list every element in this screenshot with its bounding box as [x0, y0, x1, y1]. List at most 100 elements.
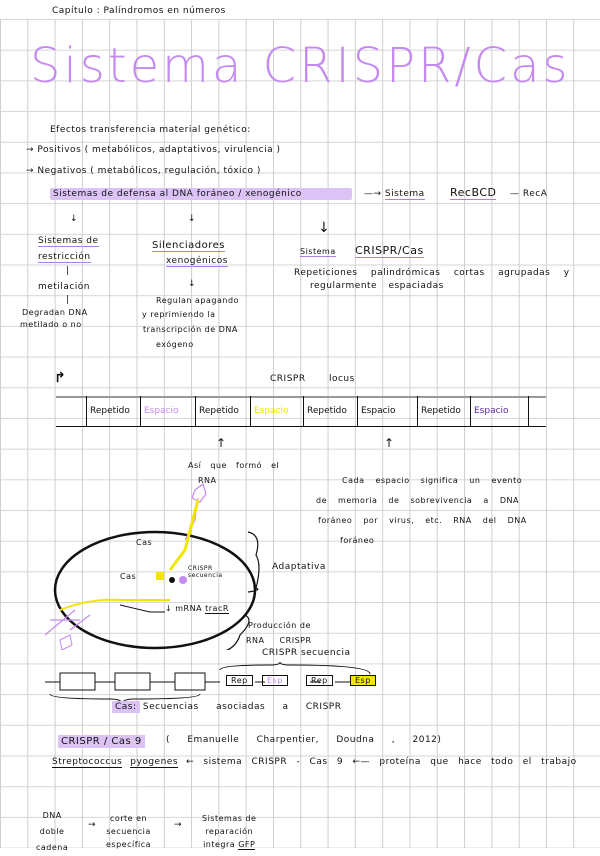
spacer-box: Esp: [262, 675, 288, 686]
mrna-row: ↓ mRNA tracR: [165, 604, 229, 614]
reca-arrow: — RecA: [510, 189, 548, 199]
defense-banner: Sistemas de defensa al DNA foráneo / xen…: [50, 188, 352, 200]
production-label-1: Producción de: [248, 621, 311, 630]
crispr-label: CRISPR: [188, 565, 213, 572]
locus-segment-spacer: Espacio: [357, 396, 396, 426]
flow-step-3: Sistemas de reparación integra GFP: [202, 812, 256, 851]
system-arrow: —→ Sistema: [364, 189, 425, 200]
repeat-box: Rep: [226, 675, 253, 686]
crispr-array-dot: [169, 577, 175, 583]
intro-negative: → Negativos ( metabólicos, regulación, t…: [26, 166, 261, 176]
locus-note-right-4: foráneo: [340, 536, 375, 545]
gfp-label: GFP: [238, 840, 256, 850]
cell-diagram: [44, 483, 260, 650]
cas9-organism-row: Streptococcus pyogenes ← sistema CRISPR …: [52, 757, 577, 768]
grid-paper: [0, 19, 600, 848]
spacer-dot: [179, 576, 187, 584]
silencers-title-2: xenogénicos: [166, 256, 228, 267]
bracket-production: [225, 614, 250, 650]
crispr-system-label: Sistema: [300, 247, 336, 257]
page-title: Sistema CRISPR/Cas: [30, 38, 571, 94]
cas-label-top: Cas: [136, 538, 153, 547]
flow-step-2-line: corte en: [109, 814, 148, 823]
locus-segment-spacer: Espacio: [250, 396, 289, 426]
crispr-sequence-bracket: [219, 662, 371, 675]
flow-step-3-line: reparación: [205, 827, 254, 836]
locus-top-line: [56, 396, 546, 398]
cas9-description: ← sistema CRISPR - Cas 9 ←— proteína que…: [186, 757, 577, 767]
system-label: Sistema: [384, 189, 425, 200]
crispr-desc-1: Repeticiones palindrómicas cortas agrupa…: [294, 268, 570, 278]
flow-step-1-line: doble: [39, 827, 65, 836]
phage-legs: [44, 609, 91, 636]
locus-segment-repeat: Repetido: [303, 396, 347, 426]
flow-step-2-line: secuencia: [106, 827, 151, 836]
injected-dna: [59, 598, 170, 611]
chapter-header: Capítulo : Palíndromos en números: [52, 6, 226, 16]
crispr-system-name: CRISPR/Cas: [355, 244, 424, 258]
locus-end-line: [528, 396, 529, 426]
connector-line: |: [66, 295, 70, 305]
cas9-heading: CRISPR / Cas 9: [58, 735, 145, 748]
arrow-down-icon: ↓: [318, 220, 331, 236]
phage-icon: [59, 634, 73, 650]
organism-genus: Streptococcus: [52, 757, 123, 768]
arrow-right-icon: →: [88, 820, 97, 830]
flow-step-2: corte en secuencia específica: [106, 812, 151, 851]
cas-label: Cas:: [112, 701, 140, 713]
bracket-adaptation: [247, 531, 260, 593]
intro-positive: → Positivos ( metabólicos, adaptativos, …: [26, 145, 281, 155]
silencers-title-1: Silenciadores: [152, 240, 226, 252]
cas-label-left: Cas: [120, 572, 137, 581]
restriction-step: metilación: [38, 282, 91, 292]
promoter-arrow-icon: ↱: [54, 370, 67, 386]
restriction-result-2: metilado o no: [20, 320, 82, 329]
flow-step-3-line: integra: [203, 840, 236, 849]
restriction-result-1: Degradan DNA: [22, 308, 88, 317]
silencers-desc-4: exógeno: [156, 340, 194, 349]
silencers-desc-1: Regulan apagando: [156, 296, 239, 305]
phage-icon: [191, 483, 207, 503]
locus-segment-repeat: Repetido: [417, 396, 461, 426]
mrna-label: mRNA: [175, 604, 203, 613]
cas-protein: [156, 572, 164, 580]
locus-segment-spacer: Espacio: [470, 396, 509, 426]
silencers-desc-3: transcripción de DNA: [143, 325, 238, 334]
flow-step-2-line: específica: [106, 840, 152, 849]
organism-species: pyogenes: [130, 757, 179, 768]
locus-bottom-line: [56, 426, 546, 427]
locus-segment-repeat: Repetido: [86, 396, 130, 426]
arrow-down-icon: ↓: [70, 214, 79, 224]
reca-label: RecA: [522, 189, 548, 199]
intro-heading: Efectos transferencia material genético:: [50, 125, 251, 135]
locus-note-left-2: RNA: [198, 476, 217, 485]
cas-gene-box: [174, 672, 206, 691]
locus-note-right-3: foráneo por virus, etc. RNA del DNA: [318, 516, 527, 525]
cas-gene-box: [59, 672, 96, 691]
sequence-title: CRISPR secuencia: [262, 648, 351, 658]
locus-note-right-1: Cada espacio significa un evento: [342, 476, 523, 485]
arrow-up-icon: ↑: [216, 436, 227, 450]
bacterial-cell: [53, 530, 257, 650]
tracr-label: tracR: [205, 604, 229, 614]
connector-line: |: [66, 266, 70, 276]
arrow-down-icon: ↓: [188, 279, 197, 289]
arrow-down-icon: ↓: [188, 214, 197, 224]
crispr-seq-label: secuencia: [188, 572, 223, 579]
viral-dna: [168, 499, 200, 571]
flow-step-1-line: DNA: [42, 811, 62, 820]
arrow-up-icon: ↑: [384, 436, 395, 450]
cas-definition: Cas: Secuencias asociadas a CRISPR: [112, 701, 342, 713]
restriction-title-2: restricción: [38, 252, 91, 263]
locus-segment-spacer: Espacio: [140, 396, 179, 426]
crispr-desc-2: regularmente espaciadas: [310, 281, 444, 291]
cas-description: Secuencias asociadas a CRISPR: [142, 702, 342, 712]
repeat-box: Rep: [306, 675, 333, 686]
spacer-box: Esp: [350, 675, 376, 686]
adaptation-label: Adaptativa: [272, 562, 326, 572]
production-label-2: RNA CRISPR: [246, 636, 312, 645]
restriction-title-1: Sistemas de: [38, 236, 99, 247]
flow-step-3-line: Sistemas de: [202, 814, 257, 823]
